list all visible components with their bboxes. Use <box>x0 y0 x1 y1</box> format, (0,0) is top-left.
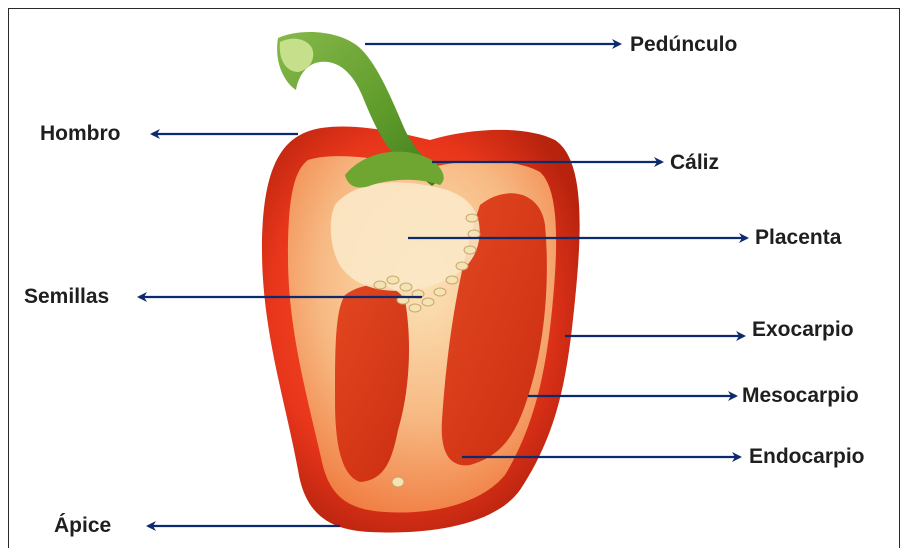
label-apex: Ápice <box>54 514 111 538</box>
label-calyx: Cáliz <box>670 151 719 175</box>
label-endocarp: Endocarpio <box>749 445 865 469</box>
label-peduncle: Pedúnculo <box>630 33 737 57</box>
label-shoulder: Hombro <box>40 122 121 146</box>
label-seeds: Semillas <box>24 285 109 309</box>
label-exocarp: Exocarpio <box>752 318 854 342</box>
label-placenta: Placenta <box>755 226 841 250</box>
label-mesocarp: Mesocarpio <box>742 384 859 408</box>
